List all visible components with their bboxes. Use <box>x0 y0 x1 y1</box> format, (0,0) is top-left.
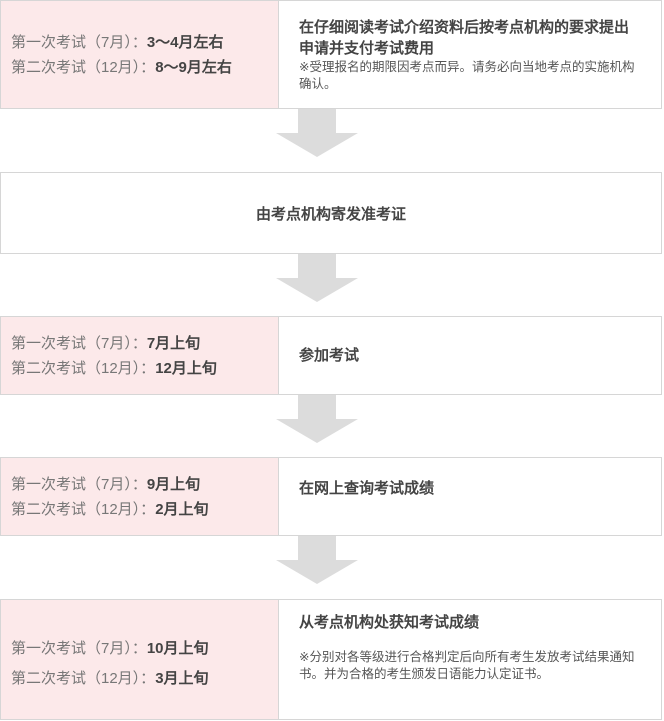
step-check-online: 第一次考试（7月）：9月上旬 第二次考试（12月）：2月上旬 在网上查询考试成绩 <box>0 457 662 536</box>
schedule-second-exam: 第二次考试（12月）：2月上旬 <box>11 500 209 518</box>
step-check-online-schedule: 第一次考试（7月）：9月上旬 第二次考试（12月）：2月上旬 <box>1 458 279 535</box>
step-receive-results-content: 从考点机构处获知考试成绩 ※分别对各等级进行合格判定后向所有考生发放考试结果通知… <box>279 600 661 719</box>
schedule-first-exam: 第一次考试（7月）：7月上旬 <box>11 334 201 352</box>
step-take-exam-title: 参加考试 <box>299 347 360 364</box>
flow-arrow-3 <box>276 395 358 443</box>
step-apply: 第一次考试（7月）：3～4月左右 第二次考试（12月）：8～9月左右 在仔细阅读… <box>0 0 662 109</box>
step-take-exam: 第一次考试（7月）：7月上旬 第二次考试（12月）：12月上旬 参加考试 <box>0 316 662 395</box>
schedule-first-exam: 第一次考试（7月）：3～4月左右 <box>11 33 224 51</box>
schedule-second-exam: 第二次考试（12月）：8～9月左右 <box>11 58 232 76</box>
schedule-first-exam: 第一次考试（7月）：9月上旬 <box>11 475 201 493</box>
step-check-online-content: 在网上查询考试成绩 <box>279 458 661 535</box>
step-receive-results-note: ※分别对各等级进行合格判定后向所有考生发放考试结果通知书。并为合格的考生颁发日语… <box>299 650 635 681</box>
step-receive-results-title: 从考点机构处获知考试成绩 <box>299 614 480 631</box>
flow-arrow-2 <box>276 254 358 302</box>
schedule-second-exam: 第二次考试（12月）：12月上旬 <box>11 359 217 377</box>
flow-arrow-1 <box>276 109 358 157</box>
schedule-first-exam: 第一次考试（7月）：10月上旬 <box>11 639 209 657</box>
step-apply-note: ※受理报名的期限因考点而异。请务必向当地考点的实施机构确认。 <box>299 59 635 91</box>
step-apply-schedule: 第一次考试（7月）：3～4月左右 第二次考试（12月）：8～9月左右 <box>1 1 279 108</box>
schedule-second-exam: 第二次考试（12月）：3月上旬 <box>11 669 209 687</box>
flow-arrow-4 <box>276 536 358 584</box>
step-apply-content: 在仔细阅读考试介绍资料后按考点机构的要求提出申请并支付考试费用 ※受理报名的期限… <box>279 1 661 108</box>
step-apply-title: 在仔细阅读考试介绍资料后按考点机构的要求提出申请并支付考试费用 <box>299 18 630 57</box>
step-admission-ticket-title: 由考点机构寄发准考证 <box>255 205 406 223</box>
step-receive-results-schedule: 第一次考试（7月）：10月上旬 第二次考试（12月）：3月上旬 <box>1 600 279 719</box>
step-check-online-title: 在网上查询考试成绩 <box>299 480 435 497</box>
step-take-exam-schedule: 第一次考试（7月）：7月上旬 第二次考试（12月）：12月上旬 <box>1 317 279 394</box>
step-admission-ticket: 由考点机构寄发准考证 <box>0 172 662 254</box>
step-take-exam-content: 参加考试 <box>279 317 661 394</box>
step-receive-results: 第一次考试（7月）：10月上旬 第二次考试（12月）：3月上旬 从考点机构处获知… <box>0 599 662 720</box>
